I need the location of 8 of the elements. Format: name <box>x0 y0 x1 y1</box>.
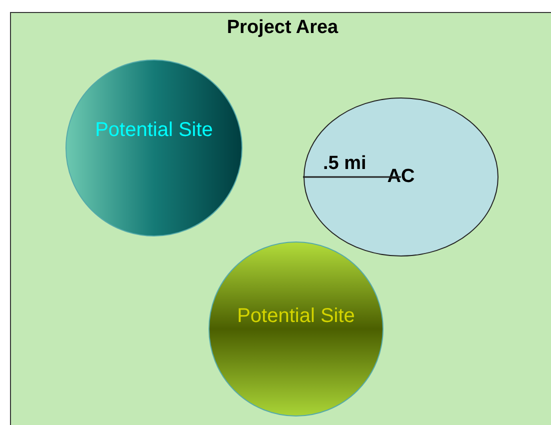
area-circle <box>303 97 499 257</box>
site-label: Potential Site <box>94 118 214 143</box>
site-label: Potential Site <box>236 304 356 329</box>
site-circle <box>65 59 243 237</box>
dimension-label: .5 mi <box>323 153 366 175</box>
project-area-region <box>10 12 551 425</box>
site-circle <box>208 241 384 417</box>
area-title: Project Area <box>226 17 340 39</box>
